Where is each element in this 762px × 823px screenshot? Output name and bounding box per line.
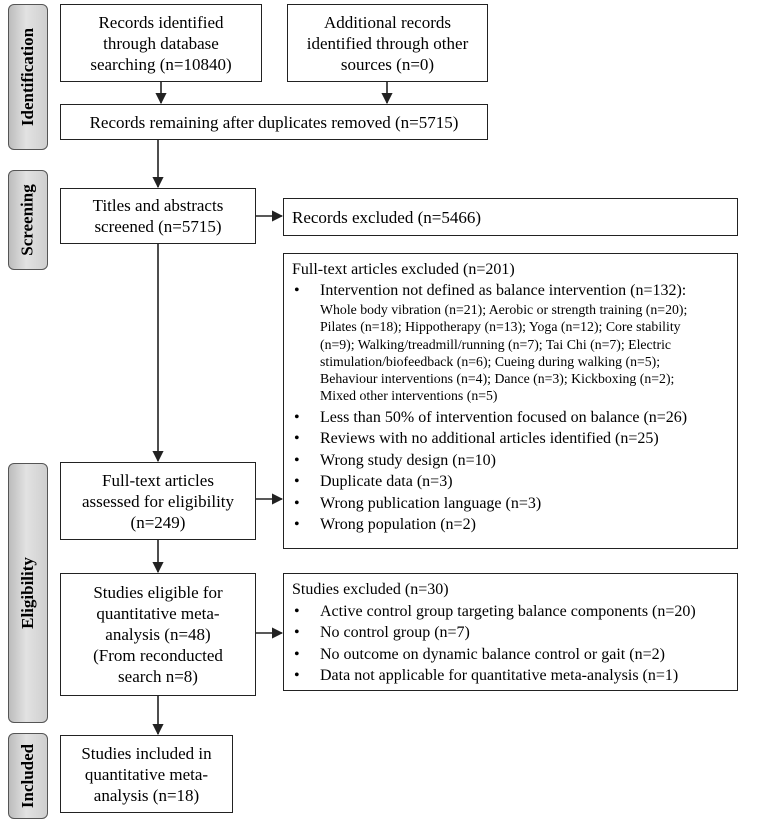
fulltext-excluded-item: •Wrong population (n=2) bbox=[294, 516, 476, 534]
studies-excluded-title: Studies excluded (n=30) bbox=[292, 581, 449, 598]
records-excluded-text: Records excluded (n=5466) bbox=[292, 207, 481, 227]
fulltext-excluded-item: •Reviews with no additional articles ide… bbox=[294, 430, 659, 448]
database-records-box: Records identified through database sear… bbox=[60, 4, 262, 82]
database-records-line1: Records identified bbox=[98, 12, 224, 32]
fulltext-assessed-line1: Full-text articles bbox=[102, 470, 214, 490]
fulltext-excluded-subitems: Whole body vibration (n=21); Aerobic or … bbox=[320, 302, 688, 404]
fulltext-excluded-item: •Duplicate data (n=3) bbox=[294, 473, 453, 491]
studies-eligible-line2: quantitative meta- bbox=[96, 604, 220, 623]
fulltext-assessed-box: Full-text articles assessed for eligibil… bbox=[60, 462, 256, 540]
studies-excluded-item: •No outcome on dynamic balance control o… bbox=[294, 645, 665, 663]
fulltext-assessed-line3: (n=249) bbox=[130, 512, 186, 532]
studies-eligible-line1: Studies eligible for bbox=[93, 583, 223, 602]
stage-included: Included bbox=[8, 733, 48, 819]
fulltext-excluded-item: •Less than 50% of intervention focused o… bbox=[294, 408, 688, 426]
fulltext-assessed-line2: assessed for eligibility bbox=[81, 491, 235, 511]
database-records-line3: searching (n=10840) bbox=[90, 54, 232, 74]
studies-included-line3: analysis (n=18) bbox=[93, 785, 200, 805]
records-excluded-box: Records excluded (n=5466) bbox=[283, 198, 738, 236]
stage-screening: Screening bbox=[8, 170, 48, 270]
studies-eligible-line3: analysis (n=48) bbox=[105, 625, 211, 644]
stage-eligibility: Eligibility bbox=[8, 463, 48, 723]
duplicates-removed-text: Records remaining after duplicates remov… bbox=[89, 112, 459, 132]
database-records-line2: through database bbox=[103, 33, 219, 53]
titles-screened-box: Titles and abstracts screened (n=5715) bbox=[60, 188, 256, 244]
fulltext-excluded-box: Full-text articles excluded (n=201) •Int… bbox=[283, 253, 738, 549]
studies-eligible-box: Studies eligible for quantitative meta- … bbox=[60, 573, 256, 696]
studies-included-box: Studies included in quantitative meta- a… bbox=[60, 735, 233, 813]
fulltext-excluded-item: •Intervention not defined as balance int… bbox=[294, 281, 687, 299]
studies-excluded-item: •Active control group targeting balance … bbox=[294, 602, 696, 620]
fulltext-excluded-item: •Wrong publication language (n=3) bbox=[294, 494, 542, 512]
duplicates-removed-box: Records remaining after duplicates remov… bbox=[60, 104, 488, 140]
stage-identification: Identification bbox=[8, 4, 48, 150]
titles-screened-line1: Titles and abstracts bbox=[92, 196, 224, 215]
studies-included-line1: Studies included in bbox=[81, 743, 212, 763]
fulltext-excluded-item: •Wrong study design (n=10) bbox=[294, 451, 496, 469]
other-records-line3: sources (n=0) bbox=[340, 54, 435, 74]
studies-excluded-item: •Data not applicable for quantitative me… bbox=[294, 667, 679, 684]
other-records-line2: identified through other bbox=[306, 33, 469, 53]
studies-excluded-box: Studies excluded (n=30) •Active control … bbox=[283, 573, 738, 691]
fulltext-excluded-title: Full-text articles excluded (n=201) bbox=[292, 261, 515, 278]
studies-included-line2: quantitative meta- bbox=[84, 764, 209, 784]
studies-excluded-item: •No control group (n=7) bbox=[294, 624, 470, 641]
other-records-line1: Additional records bbox=[324, 12, 451, 32]
titles-screened-line2: screened (n=5715) bbox=[94, 217, 222, 236]
studies-eligible-line4: (From reconducted bbox=[93, 646, 223, 665]
studies-eligible-line5: search n=8) bbox=[118, 667, 198, 686]
other-records-box: Additional records identified through ot… bbox=[287, 4, 488, 82]
